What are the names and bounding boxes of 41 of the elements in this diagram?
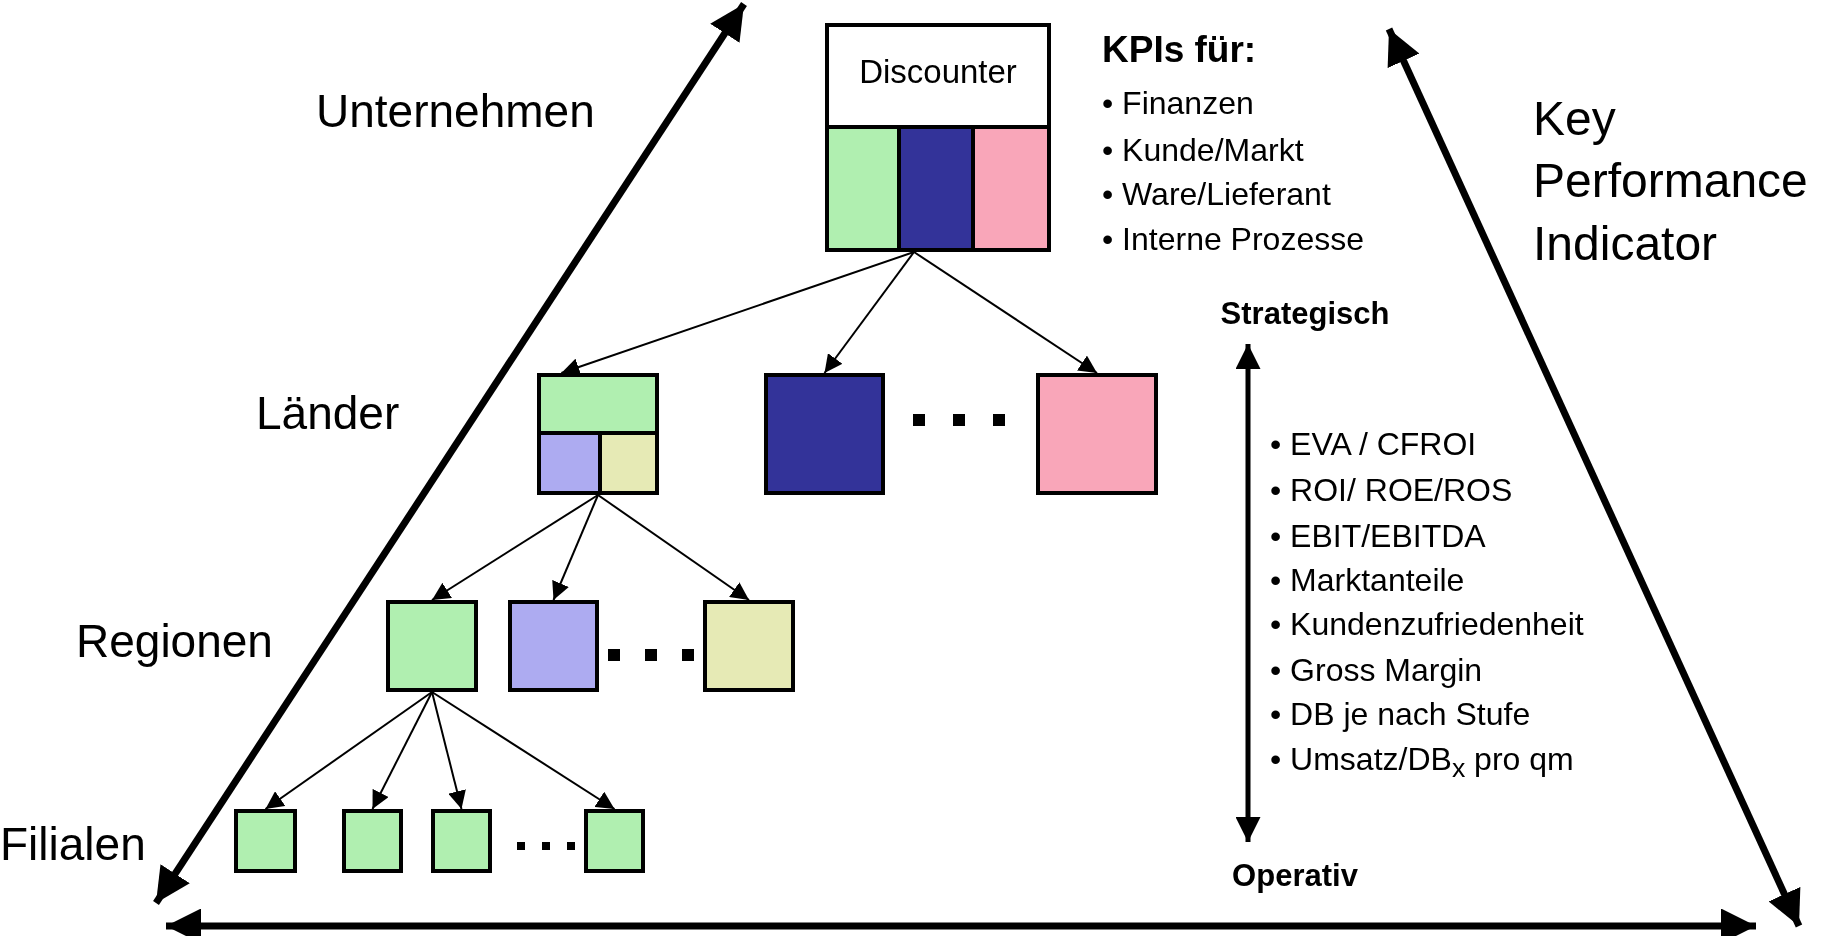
color-box [584, 809, 645, 873]
arrow [823, 251, 915, 374]
scale-label: Operativ [1215, 858, 1375, 898]
level-label: Unternehmen [316, 86, 595, 137]
list-item: • EBIT/EBITDA [1270, 519, 1486, 555]
arrow [913, 251, 1098, 374]
list-item: • ROI/ ROE/ROS [1270, 473, 1513, 509]
level-label: Regionen [76, 616, 273, 667]
list-item: • DB je nach Stufe [1270, 697, 1531, 733]
arrow [560, 251, 915, 376]
arrow [597, 494, 750, 601]
color-box [703, 600, 795, 692]
double-arrow [1235, 344, 1261, 842]
arrow [371, 691, 433, 810]
color-box [234, 809, 297, 873]
list-item: • Umsatz/DB$_{x}$ pro qm [1270, 742, 1574, 784]
arrow [552, 494, 599, 601]
list-item: • Gross Margin [1270, 653, 1483, 689]
list-item: • Ware/Lieferant [1102, 177, 1331, 213]
color-box [508, 600, 599, 692]
list-item: • EVA / CFROI [1270, 427, 1477, 463]
level-label: Länder [256, 388, 400, 439]
arrow [431, 494, 599, 601]
entity-box: Discounter [825, 23, 1051, 252]
color-box [386, 600, 478, 692]
arrow [431, 691, 616, 810]
list-item: • Finanzen [1102, 86, 1254, 122]
title-text: Key Performance Indicator [1533, 91, 1809, 272]
arrow [431, 691, 466, 810]
color-box [764, 373, 885, 495]
arrow [264, 691, 433, 810]
heading: KPIs für: [1102, 30, 1257, 71]
color-box [1036, 373, 1158, 495]
scale-label: Strategisch [1195, 296, 1415, 336]
level-label: Filialen [0, 819, 146, 870]
color-box [342, 809, 403, 873]
list-item: • Kunde/Markt [1102, 133, 1304, 169]
list-item: • Kundenzufriedenheit [1270, 607, 1584, 643]
list-item: • Interne Prozesse [1102, 222, 1364, 258]
color-box [431, 809, 492, 873]
list-item: • Marktanteile [1270, 563, 1465, 599]
